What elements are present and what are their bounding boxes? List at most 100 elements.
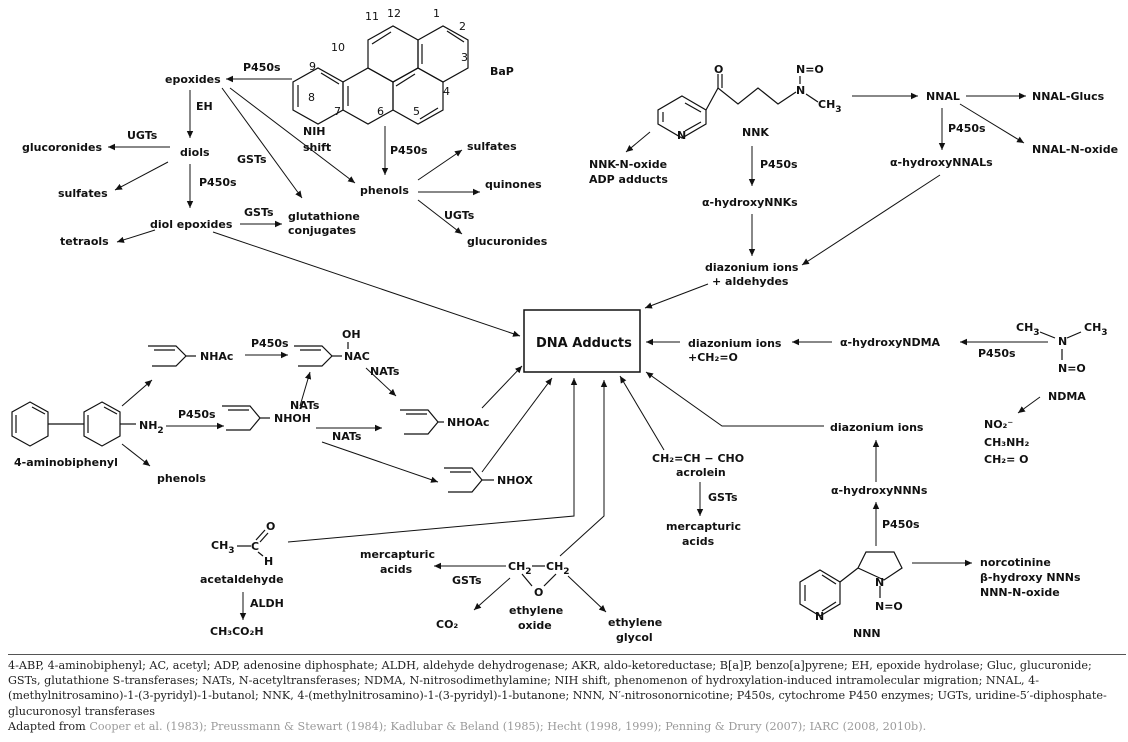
- n-acetoxy-aryl-fragment: [400, 409, 444, 435]
- diazonium-ions-label: diazonium ions: [688, 337, 782, 350]
- nhoh-label: NHOH: [274, 412, 311, 425]
- phenols-label: phenols: [360, 184, 409, 197]
- glutathione-label: glutathione: [288, 210, 360, 223]
- bap-locant: 7: [334, 105, 341, 118]
- acrolein-label: acrolein: [676, 466, 726, 479]
- plus-ch2o-label: +CH₂=O: [688, 351, 738, 364]
- nnk-nitroso-label: N=O: [796, 63, 824, 76]
- diol-epoxides-label: diol epoxides: [150, 218, 233, 231]
- oh-label: OH: [342, 328, 361, 341]
- abbreviations-text: 4-ABP, 4-aminobiphenyl; AC, acetyl; ADP,…: [8, 659, 1107, 718]
- nnk-amine-n-label: N: [796, 84, 805, 97]
- aminobiphenyl-label: 4-aminobiphenyl: [14, 456, 118, 469]
- aminobiphenyl-structure: [11, 401, 136, 447]
- acetaldehyde-carbon-label: C: [251, 540, 259, 553]
- p450s-label: P450s: [978, 347, 1016, 360]
- conjugates-label: conjugates: [288, 224, 357, 237]
- oxide-label: oxide: [518, 619, 552, 632]
- gsts-label: GSTs: [244, 206, 274, 219]
- dna-adducts-label: DNA Adducts: [536, 336, 632, 351]
- ndma-nitroso-label: N=O: [1058, 362, 1086, 375]
- ugts-label: UGTs: [127, 129, 158, 142]
- nnal-n-oxide-label: NNAL-N-oxide: [1032, 143, 1118, 156]
- nnn-label: NNN: [853, 627, 881, 640]
- glucuronides-label: glucuronides: [467, 235, 548, 248]
- ndma-amine-n-label: N: [1058, 335, 1067, 348]
- plus-aldehydes-label: + aldehydes: [712, 275, 789, 288]
- ch2o-label: CH₂= O: [984, 453, 1029, 466]
- bap-locant: 11: [365, 10, 379, 23]
- bap-locant: 2: [459, 20, 466, 33]
- bap-locant: 10: [331, 41, 345, 54]
- acetaldehyde-label: acetaldehyde: [200, 573, 284, 586]
- ndma-methyl-label: CH3: [1016, 321, 1040, 338]
- ugts-label: UGTs: [444, 209, 475, 222]
- ethylene-label: ethylene: [509, 604, 563, 617]
- nnn-structure: [799, 551, 903, 617]
- acids-label: acids: [682, 535, 715, 548]
- nats-label: NATs: [332, 430, 362, 443]
- phenols-label: phenols: [157, 472, 206, 485]
- nnk-structure: [657, 74, 819, 139]
- acetylated-aryl-fragment: [148, 345, 196, 367]
- bap-locant: 8: [308, 91, 315, 104]
- ethylene-label: ethylene: [608, 616, 662, 629]
- nhac-label: NHAc: [200, 350, 233, 363]
- diazonium-ions-label: diazonium ions: [830, 421, 924, 434]
- references-text: Cooper et al. (1983); Preussmann & Stewa…: [89, 719, 927, 733]
- n-hydroxy-acetyl-fragment: [294, 342, 349, 367]
- p450s-label: P450s: [390, 144, 428, 157]
- nih-label: NIH: [303, 125, 326, 138]
- nnk-n-oxide-label: NNK-N-oxide: [589, 158, 667, 171]
- bap-locant: 6: [377, 105, 384, 118]
- bap-locant: 3: [461, 51, 468, 64]
- beta-hydroxy-nnns-label: β-hydroxy NNNs: [980, 571, 1081, 584]
- dna-adducts-box: [523, 309, 641, 373]
- nac-label: NAC: [344, 350, 370, 363]
- diols-label: diols: [180, 146, 210, 159]
- tetraols-label: tetraols: [60, 235, 109, 248]
- nnn-n-oxide-label: NNN-N-oxide: [980, 586, 1060, 599]
- gsts-label: GSTs: [452, 574, 482, 587]
- eh-label: EH: [196, 100, 213, 113]
- adp-adducts-label: ADP adducts: [589, 173, 668, 186]
- ndma-methyl-label: CH3: [1084, 321, 1108, 338]
- adapted-from-prefix: Adapted from: [8, 719, 86, 733]
- shift-label: shift: [303, 141, 331, 154]
- sulfates-label: sulfates: [58, 187, 108, 200]
- alpha-hydroxy-nnals-label: α-hydroxyNNALs: [890, 156, 993, 169]
- nnk-oxygen-label: O: [714, 63, 723, 76]
- bap-locant: 4: [443, 85, 450, 98]
- quinones-label: quinones: [485, 178, 542, 191]
- diazonium-ions-label: diazonium ions: [705, 261, 799, 274]
- nnal-glucs-label: NNAL-Glucs: [1032, 90, 1105, 103]
- figure-caption: 4-ABP, 4-aminobiphenyl; AC, acetyl; ADP,…: [8, 654, 1126, 734]
- no2-label: NO₂⁻: [984, 418, 1013, 431]
- glucoronides-label: glucoronides: [22, 141, 102, 154]
- mercapturic-label: mercapturic: [360, 548, 435, 561]
- alpha-hydroxy-nnns-label: α-hydroxyNNNs: [831, 484, 928, 497]
- benzo-a-pyrene-structure: [292, 25, 469, 125]
- p450s-label: P450s: [178, 408, 216, 421]
- norcotinine-label: norcotinine: [980, 556, 1051, 569]
- ethylene-oxide-ch2-label: CH2: [508, 560, 532, 577]
- caption-divider: [8, 654, 1126, 655]
- p450s-label: P450s: [882, 518, 920, 531]
- mercapturic-label: mercapturic: [666, 520, 741, 533]
- gsts-label: GSTs: [237, 153, 267, 166]
- p450s-label: P450s: [199, 176, 237, 189]
- ethylene-oxide-oxygen-label: O: [534, 586, 543, 599]
- nnal-label: NNAL: [926, 90, 960, 103]
- nnk-methyl-label: CH3: [818, 98, 842, 115]
- nnk-pyridine-n-label: N: [677, 129, 686, 142]
- epoxides-label: epoxides: [165, 73, 221, 86]
- bap-label: BaP: [490, 65, 514, 78]
- nnn-amine-n-label: N: [875, 576, 884, 589]
- p450s-label: P450s: [760, 158, 798, 171]
- acrolein-formula-label: CH₂=CH − CHO: [652, 452, 744, 465]
- alpha-hydroxy-nnks-label: α-hydroxyNNKs: [702, 196, 798, 209]
- bap-locant: 1: [433, 7, 440, 20]
- bap-locant: 5: [413, 105, 420, 118]
- metabolic-pathway-diagram: 11 12 1 2 3 4 5 6 7 8 9 10 BaP epoxides …: [11, 7, 1118, 644]
- bap-locant: 12: [387, 7, 401, 20]
